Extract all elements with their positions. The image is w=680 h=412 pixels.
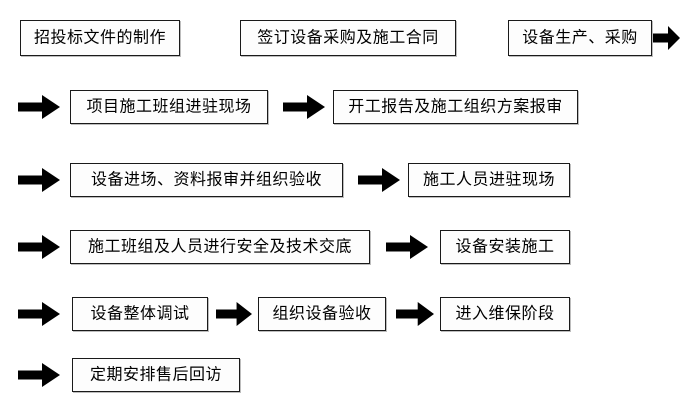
process-box-n11: 组织设备验收 — [258, 297, 386, 331]
arrow-right-icon — [18, 167, 60, 193]
process-box-label: 施工班组及人员进行安全及技术交底 — [87, 236, 352, 256]
arrow-right-icon — [396, 301, 434, 327]
arrow-right-icon — [216, 301, 252, 327]
process-box-label: 签订设备采购及施工合同 — [257, 27, 439, 47]
process-box-label: 定期安排售后回访 — [89, 364, 222, 384]
process-box-label: 设备进场、资料报审并组织验收 — [90, 169, 322, 189]
process-box-n8: 施工班组及人员进行安全及技术交底 — [70, 230, 370, 264]
process-box-n5: 开工报告及施工组织方案报审 — [333, 90, 578, 124]
process-box-n1: 招投标文件的制作 — [20, 20, 180, 56]
process-box-label: 设备生产、采购 — [522, 27, 638, 47]
arrow-right-icon — [18, 362, 60, 388]
process-box-label: 施工人员进驻现场 — [422, 169, 555, 189]
process-box-n6: 设备进场、资料报审并组织验收 — [70, 163, 343, 197]
process-box-label: 设备安装施工 — [455, 236, 555, 256]
arrow-right-icon — [386, 234, 428, 260]
process-box-label: 开工报告及施工组织方案报审 — [348, 96, 563, 116]
process-box-label: 进入维保阶段 — [455, 303, 555, 323]
arrow-right-icon — [18, 234, 60, 260]
process-box-n10: 设备整体调试 — [72, 297, 208, 331]
arrow-right-icon — [652, 25, 680, 51]
arrow-right-icon — [358, 167, 400, 193]
process-box-n9: 设备安装施工 — [440, 230, 570, 264]
process-box-n13: 定期安排售后回访 — [72, 358, 240, 392]
arrow-right-icon — [18, 94, 60, 120]
process-box-n7: 施工人员进驻现场 — [408, 163, 570, 197]
process-box-label: 项目施工班组进驻现场 — [86, 96, 252, 116]
arrow-right-icon — [283, 94, 325, 120]
process-box-label: 组织设备验收 — [272, 303, 372, 323]
process-box-n2: 签订设备采购及施工合同 — [240, 20, 456, 56]
process-box-n3: 设备生产、采购 — [508, 20, 652, 56]
process-box-label: 招投标文件的制作 — [33, 27, 166, 47]
process-box-n4: 项目施工班组进驻现场 — [70, 90, 268, 124]
process-box-n12: 进入维保阶段 — [440, 297, 570, 331]
arrow-right-icon — [18, 301, 60, 327]
process-box-label: 设备整体调试 — [90, 303, 190, 323]
